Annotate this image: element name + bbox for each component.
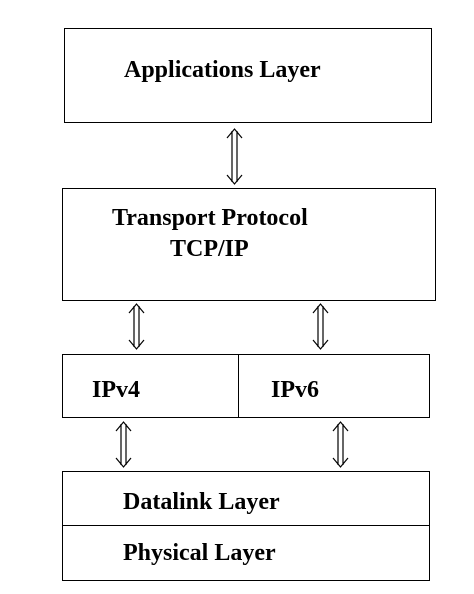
transport-protocol-subtitle: TCP/IP (170, 236, 249, 262)
physical-layer-box (62, 525, 430, 581)
ipv4-box (62, 354, 240, 418)
datalink-layer-label: Datalink Layer (123, 489, 280, 515)
applications-layer-label: Applications Layer (124, 57, 321, 83)
datalink-layer-box (62, 471, 430, 527)
physical-layer-label: Physical Layer (123, 540, 276, 566)
ipv6-label: IPv6 (271, 377, 319, 403)
arrow-transport-ipv6 (312, 303, 329, 350)
transport-protocol-box (62, 188, 436, 301)
arrow-transport-ipv4 (128, 303, 145, 350)
transport-protocol-title: Transport Protocol (112, 205, 308, 231)
ipv4-label: IPv4 (92, 377, 140, 403)
arrow-ipv6-datalink (332, 421, 349, 468)
applications-layer-box (64, 28, 432, 123)
arrow-ipv4-datalink (115, 421, 132, 468)
ipv6-box (238, 354, 430, 418)
arrow-applications-transport (226, 128, 243, 185)
